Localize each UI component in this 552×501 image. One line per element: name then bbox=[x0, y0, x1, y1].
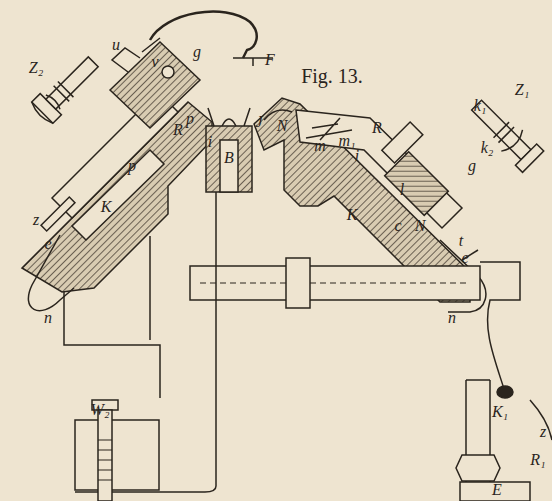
part-letter: z bbox=[540, 424, 546, 440]
part-letter: i bbox=[208, 134, 212, 150]
part-letter: F bbox=[265, 52, 275, 68]
part-letter: R bbox=[372, 120, 382, 136]
part-letter: g bbox=[468, 158, 476, 174]
part-letter: e bbox=[44, 236, 51, 252]
part-letter: Z₂ bbox=[29, 60, 43, 76]
part-letter: n bbox=[44, 310, 52, 326]
part-letter: u bbox=[112, 37, 120, 53]
part-letter: g bbox=[193, 44, 201, 60]
part-letter: K₁ bbox=[492, 404, 508, 420]
part-letter: N bbox=[277, 118, 288, 134]
part-letter: E bbox=[492, 482, 502, 498]
part-letter: e bbox=[461, 250, 468, 266]
part-letter: l bbox=[400, 182, 404, 198]
part-letter: v bbox=[151, 54, 158, 70]
part-letter: W₂ bbox=[91, 402, 110, 418]
part-letter: Z₁ bbox=[515, 82, 529, 98]
part-letter: k₁ bbox=[474, 98, 487, 114]
part-letter: p bbox=[186, 111, 194, 127]
part-letter: p bbox=[128, 158, 136, 174]
figure-title: Fig. 13. bbox=[301, 66, 363, 86]
part-letter: R₁ bbox=[530, 452, 545, 468]
part-letter: i bbox=[355, 148, 359, 164]
part-letter: m bbox=[314, 138, 326, 154]
part-letter: k₂ bbox=[481, 140, 494, 156]
part-letter: R bbox=[173, 122, 183, 138]
part-letter: N bbox=[415, 218, 426, 234]
part-letter: K bbox=[347, 207, 358, 223]
part-letter: J bbox=[255, 114, 262, 130]
part-letter: m₁ bbox=[338, 133, 355, 149]
part-letter: z bbox=[33, 212, 39, 228]
part-letter: K bbox=[101, 199, 112, 215]
part-letter: n bbox=[448, 310, 456, 326]
part-letter: B bbox=[224, 150, 234, 166]
part-letter: t bbox=[459, 233, 463, 249]
part-letter: c bbox=[394, 218, 401, 234]
